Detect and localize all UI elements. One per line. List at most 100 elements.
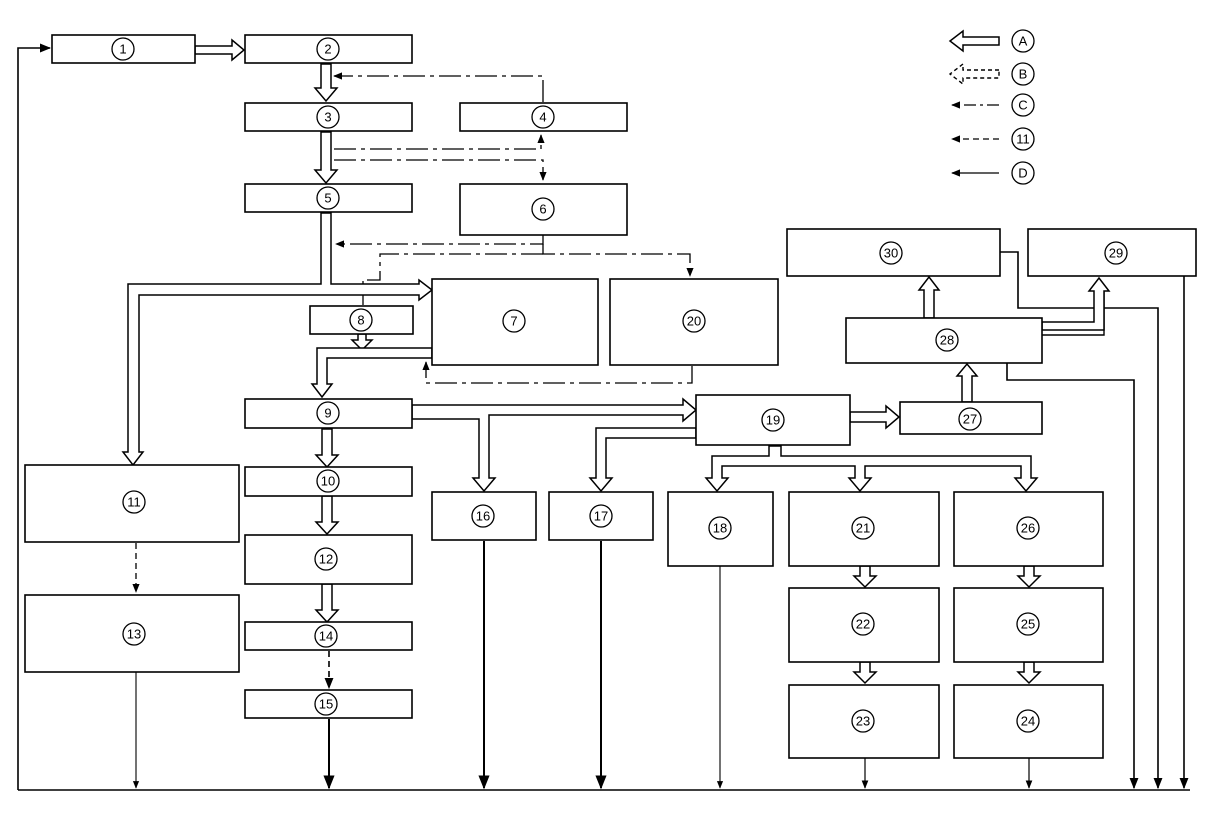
node-2: 2 <box>316 37 340 61</box>
node-12: 12 <box>314 547 338 571</box>
arrow-8-down <box>350 333 374 352</box>
node-17-label: 17 <box>594 509 608 524</box>
arrow-3-to-5 <box>313 131 339 185</box>
node-11-label: 11 <box>127 495 141 510</box>
arrow-7-to-9 <box>310 347 433 399</box>
node-16-label: 16 <box>476 509 490 524</box>
node-28: 28 <box>935 328 959 352</box>
line-3-to-6-dashdot <box>334 159 547 181</box>
connectors <box>17 43 1190 791</box>
node-10: 10 <box>316 469 340 493</box>
node-8: 8 <box>349 308 373 332</box>
node-5: 5 <box>316 186 340 210</box>
node-15: 15 <box>314 692 338 716</box>
arrow-10-to-12 <box>314 495 340 536</box>
arrow-26-to-25 <box>1016 565 1042 589</box>
node-22-label: 22 <box>856 617 870 632</box>
node-20: 20 <box>682 309 706 333</box>
arrow-5-to-7-and-11 <box>121 212 434 467</box>
arrow-2-to-3 <box>313 63 339 103</box>
legend: A B C 11 D <box>948 29 1035 185</box>
arrow-19-to-27 <box>849 404 901 430</box>
node-30-label: 30 <box>884 246 898 261</box>
node-19-label: 19 <box>766 413 780 428</box>
node-24: 24 <box>1016 709 1040 733</box>
node-21: 21 <box>851 516 875 540</box>
node-26-label: 26 <box>1021 521 1035 536</box>
hollow-arrows <box>121 38 1111 685</box>
node-18-label: 18 <box>713 521 727 536</box>
node-9: 9 <box>316 401 340 425</box>
node-6: 6 <box>531 197 555 221</box>
arrow-28-to-30 <box>917 275 941 319</box>
node-16: 16 <box>471 504 495 528</box>
node-1: 1 <box>111 37 135 61</box>
node-25: 25 <box>1016 612 1040 636</box>
legend-d-label: D <box>1018 166 1027 181</box>
line-6-to-8-dashdot <box>362 253 543 305</box>
line-20-to-7-dashdot <box>422 361 693 384</box>
node-6-label: 6 <box>539 202 546 217</box>
node-29: 29 <box>1104 241 1128 265</box>
node-15-label: 15 <box>319 697 333 712</box>
arrow-9-to-19-and-16 <box>411 397 698 493</box>
arrow-1-to-2 <box>194 38 246 62</box>
return-line-to-1 <box>17 43 52 790</box>
arrow-12-to-14 <box>314 583 340 624</box>
node-26: 26 <box>1016 516 1040 540</box>
node-2-label: 2 <box>324 42 331 57</box>
node-27-label: 27 <box>963 412 977 427</box>
node-9-label: 9 <box>324 406 331 421</box>
node-12-label: 12 <box>319 552 333 567</box>
node-4: 4 <box>531 105 555 129</box>
node-30: 30 <box>879 241 903 265</box>
line-30-to-bus <box>1000 251 1163 790</box>
node-14: 14 <box>314 624 338 648</box>
node-3-label: 3 <box>324 110 331 125</box>
node-8-label: 8 <box>357 313 364 328</box>
arrow-25-to-24 <box>1016 661 1042 685</box>
node-13: 13 <box>122 622 146 646</box>
line-6-to-20-dashdot <box>542 244 694 277</box>
node-23: 23 <box>851 709 875 733</box>
node-28-label: 28 <box>940 333 954 348</box>
arrow-19-to-18-21-26 <box>704 445 1039 493</box>
node-24-label: 24 <box>1021 714 1035 729</box>
node-13-label: 13 <box>127 627 141 642</box>
node-1-label: 1 <box>119 42 126 57</box>
node-7-label: 7 <box>510 314 517 329</box>
node-7: 7 <box>502 309 526 333</box>
node-23-label: 23 <box>856 714 870 729</box>
node-10-label: 10 <box>321 474 335 489</box>
arrow-22-to-23 <box>852 661 878 685</box>
node-27: 27 <box>958 407 982 431</box>
arrow-19-to-17 <box>588 427 697 493</box>
legend-hollow-dashed-arrow-icon <box>948 62 1000 86</box>
legend-c-label: C <box>1018 98 1027 113</box>
node-17: 17 <box>589 504 613 528</box>
legend-hollow-arrow-icon <box>948 29 1000 53</box>
node-21-label: 21 <box>856 521 870 536</box>
line-3-to-4-dashdot <box>334 134 545 150</box>
legend-11-label: 11 <box>1016 132 1030 147</box>
node-19: 19 <box>761 408 785 432</box>
node-11: 11 <box>122 490 146 514</box>
node-29-label: 29 <box>1109 246 1123 261</box>
arrow-9-to-10 <box>314 428 340 469</box>
arrow-27-to-28 <box>955 362 979 403</box>
line-6-to-5-dashdot <box>335 235 544 248</box>
node-22: 22 <box>851 612 875 636</box>
node-4-label: 4 <box>539 110 546 125</box>
node-14-label: 14 <box>319 629 333 644</box>
node-3: 3 <box>316 105 340 129</box>
legend-a-label: A <box>1019 34 1028 49</box>
line-4-to-3-dashdot <box>333 72 544 102</box>
node-20-label: 20 <box>687 314 701 329</box>
line-28-to-bus <box>1006 362 1139 790</box>
node-18: 18 <box>708 516 732 540</box>
node-labels: 1 2 3 4 5 6 7 8 20 9 10 11 12 13 14 15 1… <box>111 37 1128 733</box>
arrow-21-to-22 <box>852 565 878 589</box>
box-21 <box>788 491 940 567</box>
legend-b-label: B <box>1019 67 1028 82</box>
